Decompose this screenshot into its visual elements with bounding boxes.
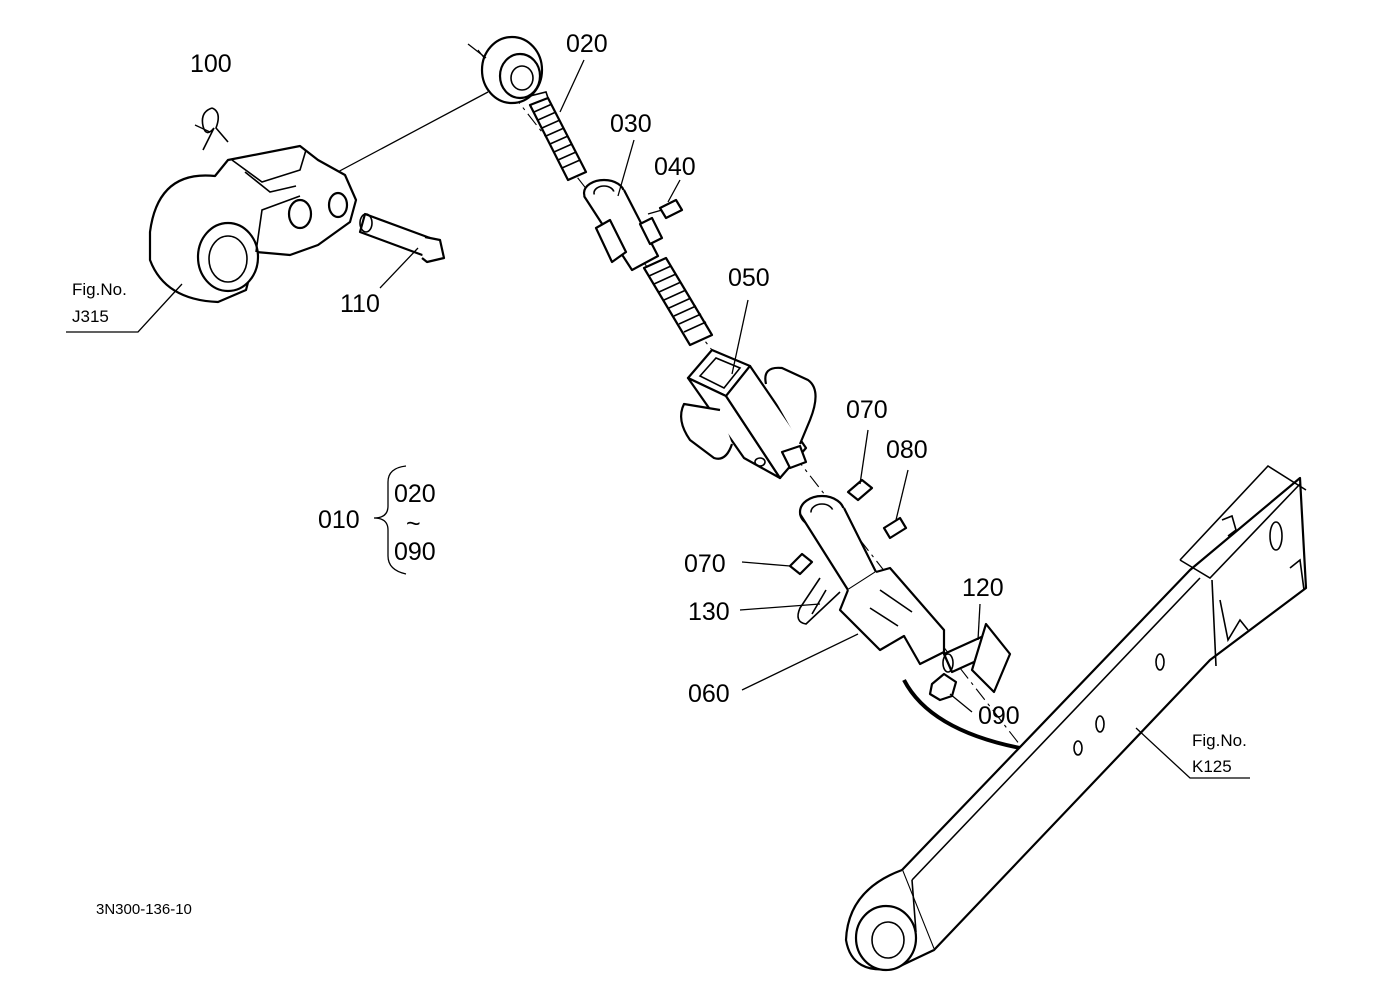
lower-link-arm bbox=[844, 464, 1308, 972]
callout-080: 080 bbox=[886, 436, 928, 464]
callout-090: 090 bbox=[978, 702, 1020, 730]
callout-010: 010 bbox=[318, 506, 360, 534]
leader-fig-k125 bbox=[1135, 727, 1250, 779]
part-050-holder bbox=[679, 299, 817, 480]
callout-120: 120 bbox=[962, 574, 1004, 602]
part-040-grease-nipple bbox=[647, 179, 684, 220]
fig-ref-j315-label: Fig.No. bbox=[72, 280, 127, 299]
part-060-clevis bbox=[741, 494, 946, 691]
range-tilde: ~ bbox=[406, 510, 421, 538]
part-130-cotter-pin bbox=[739, 577, 841, 625]
part-070-screw-upper bbox=[846, 429, 874, 502]
part-120-pin bbox=[942, 603, 1012, 694]
range-to: 090 bbox=[394, 538, 436, 566]
callout-040: 040 bbox=[654, 153, 696, 181]
callout-110: 110 bbox=[340, 290, 380, 318]
range-from: 020 bbox=[394, 480, 436, 508]
part-110-pin bbox=[358, 212, 446, 289]
leader-fig-j315 bbox=[66, 283, 183, 333]
part-030-turnbuckle bbox=[582, 139, 714, 347]
fig-ref-k125-number: K125 bbox=[1192, 757, 1232, 776]
part-100-r-pin bbox=[194, 107, 229, 151]
callout-030: 030 bbox=[610, 110, 652, 138]
drawing-number: 3N300-136-10 bbox=[96, 901, 192, 918]
callout-050: 050 bbox=[728, 264, 770, 292]
lift-bracket bbox=[148, 144, 358, 304]
swing-arc bbox=[902, 679, 1021, 750]
part-090-nut bbox=[928, 672, 973, 713]
callout-060: 060 bbox=[688, 680, 730, 708]
callout-100: 100 bbox=[190, 50, 232, 78]
callout-020: 020 bbox=[566, 30, 608, 58]
part-080-grease-nipple bbox=[882, 469, 909, 540]
fig-ref-k125-label: Fig.No. bbox=[1192, 731, 1247, 750]
part-020-ball-joint bbox=[467, 35, 588, 182]
fig-ref-j315-number: J315 bbox=[72, 307, 109, 326]
callout-070-upper: 070 bbox=[846, 396, 888, 424]
range-bracket bbox=[373, 465, 407, 575]
part-070-screw-lower bbox=[741, 552, 814, 576]
callout-070-lower: 070 bbox=[684, 550, 726, 578]
callout-130: 130 bbox=[688, 598, 730, 626]
